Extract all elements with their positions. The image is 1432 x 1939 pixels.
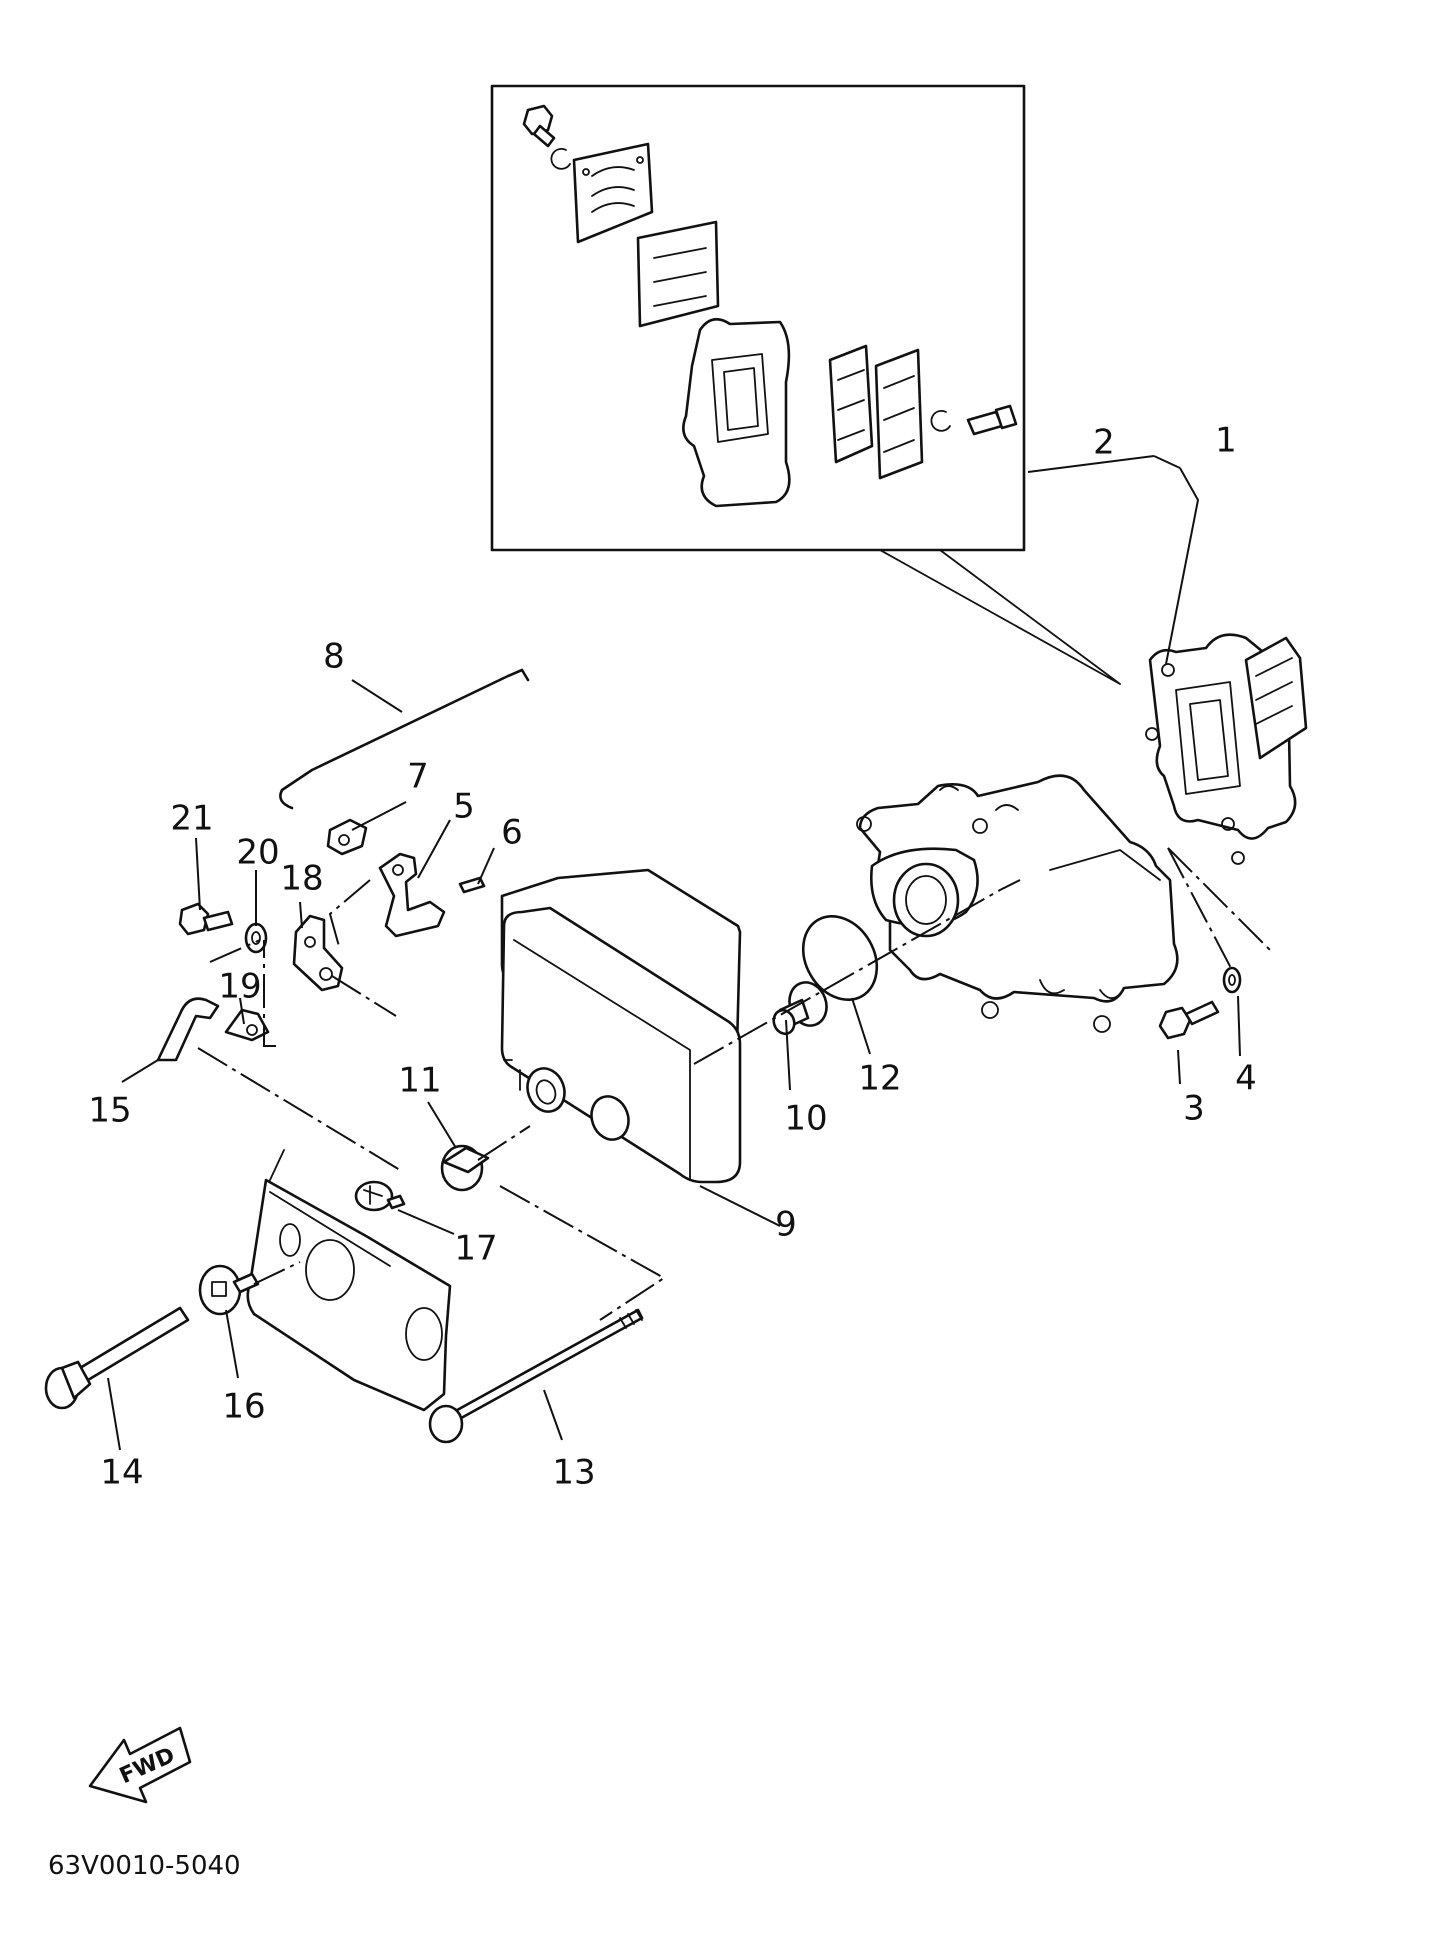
alignment-line-9-10 <box>693 879 1021 1065</box>
callout-8: 8 <box>323 637 345 677</box>
callout-5: 5 <box>453 787 475 827</box>
intake-silencer <box>500 868 742 1184</box>
forward-direction-arrow: FWD <box>88 1726 192 1804</box>
panel-fastener <box>354 1180 406 1212</box>
choke-knob <box>198 1264 260 1316</box>
screw-3 <box>1158 1000 1220 1040</box>
callout-1: 1 <box>1215 421 1237 461</box>
callout-labels: 1 2 3 4 5 6 7 8 9 10 11 12 13 14 15 16 1… <box>88 421 1256 1493</box>
choke-lever <box>378 852 446 938</box>
lever-pin <box>458 876 486 894</box>
callout-16: 16 <box>222 1387 265 1427</box>
callout-4: 4 <box>1235 1059 1257 1099</box>
callout-9: 9 <box>775 1205 797 1245</box>
inset-pointer <box>879 549 1121 685</box>
callout-12: 12 <box>858 1059 901 1099</box>
callout-3: 3 <box>1183 1089 1205 1129</box>
inset-valve-seat <box>682 317 791 508</box>
silencer-cap <box>440 1144 490 1192</box>
inset-reed-plate <box>636 220 720 328</box>
alignment-line-1-4 <box>1167 847 1271 951</box>
front-panel <box>246 1149 452 1412</box>
callout-17: 17 <box>454 1229 497 1269</box>
drawing-code: 63V0010-5040 <box>48 1851 241 1881</box>
inset-clip-right <box>930 409 951 432</box>
link-rod <box>279 668 530 810</box>
callout-7: 7 <box>407 757 429 797</box>
callout-15: 15 <box>88 1091 131 1131</box>
screw-21 <box>178 902 234 936</box>
lever-bracket <box>292 914 344 992</box>
choke-rod <box>44 1306 190 1410</box>
inset-screw-right <box>966 404 1018 436</box>
o-ring <box>801 914 879 1002</box>
callout-6: 6 <box>501 813 523 853</box>
reed-valve-assembly <box>1145 633 1308 865</box>
callout-14: 14 <box>100 1453 143 1493</box>
inset-reed-stopper <box>572 142 654 244</box>
callout-20: 20 <box>236 833 279 873</box>
inset-clip-top <box>550 147 571 170</box>
reed-valve-inset <box>490 84 1121 685</box>
callout-19: 19 <box>218 967 261 1007</box>
callout-18: 18 <box>280 859 323 899</box>
hose <box>156 997 220 1062</box>
callout-21: 21 <box>170 799 213 839</box>
carburetor-body <box>856 774 1179 1033</box>
callout-10: 10 <box>784 1099 827 1139</box>
washer-4 <box>1222 966 1242 994</box>
inset-screw-top <box>522 104 556 148</box>
long-bolt <box>428 1308 644 1444</box>
callout-13: 13 <box>552 1453 595 1493</box>
inset-reed-right <box>828 344 924 480</box>
alignment-line-13 <box>499 1185 666 1321</box>
callout-11: 11 <box>398 1061 441 1101</box>
callout-leaders <box>107 455 1241 1451</box>
hose-clip <box>224 1008 270 1042</box>
callout-2: 2 <box>1093 423 1115 463</box>
